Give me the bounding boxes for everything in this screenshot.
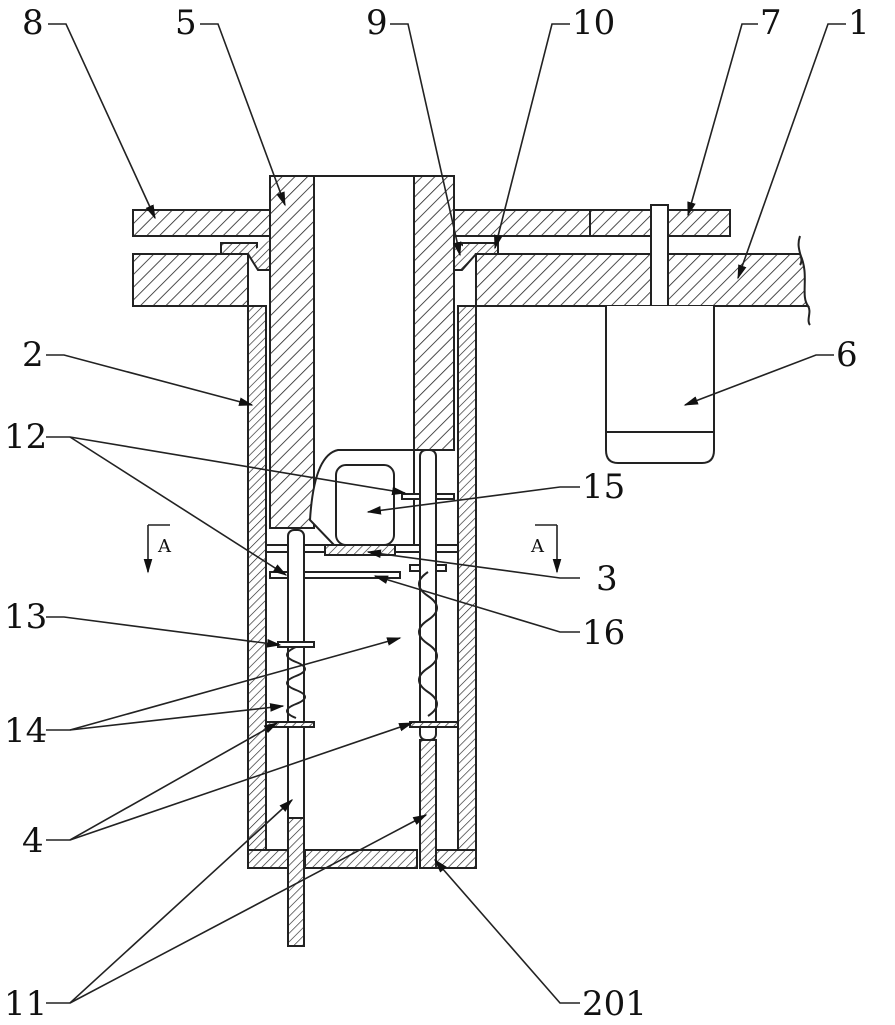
cylinder [606,306,714,463]
spring-seat-lower-right [410,722,458,727]
label-7: 7 [760,3,782,43]
label-3: 3 [596,559,618,599]
label-16: 16 [582,613,625,653]
base-plate-right [476,254,808,306]
sleeve-right [414,176,454,450]
label-11: 11 [4,984,47,1024]
housing-bottom-left [248,850,288,868]
label-5: 5 [175,3,197,43]
label-12: 12 [4,417,47,457]
label-8: 8 [22,3,44,43]
housing-left-wall [248,306,266,868]
label-14: 14 [4,711,47,751]
housing-bottom-mid [305,850,417,868]
rod-right-lower [420,740,436,868]
pin [651,205,668,306]
label-4: 4 [22,821,44,861]
base-plate [133,254,248,306]
section-mark-right: A [530,536,545,557]
housing-bottom-right [436,850,476,868]
label-15: 15 [582,467,625,507]
label-10: 10 [572,3,615,43]
rod-left-lower [288,818,304,946]
section-mark-left: A [157,536,172,557]
label-1: 1 [848,3,870,43]
label-13: 13 [4,597,47,637]
label-2: 2 [22,335,44,375]
housing-right-wall [458,306,476,868]
label-201: 201 [582,984,647,1024]
spring-seat-upper [278,642,314,647]
sleeve-left [270,176,314,528]
label-9: 9 [366,3,388,43]
label-6: 6 [836,335,858,375]
